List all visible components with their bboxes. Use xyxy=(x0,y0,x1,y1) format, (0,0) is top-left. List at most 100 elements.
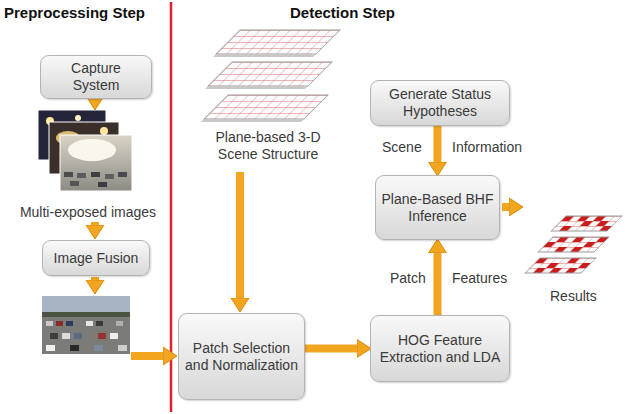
occupied-cell xyxy=(535,258,548,263)
plane-grid xyxy=(204,95,328,119)
bright-photo xyxy=(60,135,132,191)
car xyxy=(98,182,107,187)
image-caption: Multi-exposed images xyxy=(0,204,176,221)
flow-arrow xyxy=(434,253,442,315)
plane-grid xyxy=(216,30,340,54)
process-box: Image Fusion xyxy=(42,240,150,276)
process-box: Generate Status Hypotheses xyxy=(370,80,510,126)
occupied-cell xyxy=(533,268,546,273)
occupied-cell xyxy=(556,237,569,242)
trees xyxy=(42,312,130,317)
arrow-label: Patch xyxy=(390,270,426,287)
section-heading: Detection Step xyxy=(290,4,395,21)
car xyxy=(118,172,127,177)
flow-arrow xyxy=(434,126,442,162)
car xyxy=(105,174,114,179)
occupied-cell xyxy=(561,216,574,221)
box-text: Generate Status Hypotheses xyxy=(376,86,504,120)
car xyxy=(74,333,82,339)
plane-border xyxy=(538,237,609,252)
light-spot xyxy=(100,127,108,135)
car xyxy=(70,345,79,351)
plane-grid xyxy=(525,258,596,273)
plane-border xyxy=(551,216,622,231)
box-text: Capture System xyxy=(46,60,146,94)
flow-arrow xyxy=(502,203,509,211)
flow-arrow xyxy=(91,222,99,225)
box-text: Image Fusion xyxy=(54,250,139,267)
car xyxy=(56,321,63,326)
car xyxy=(91,172,100,177)
flow-arrow xyxy=(131,352,163,360)
occupied-cell xyxy=(546,263,559,268)
plane-edge xyxy=(205,86,308,89)
multi-exposed-photos xyxy=(38,110,132,191)
process-box: Plane-Based BHF Inference xyxy=(375,175,500,240)
occupied-cell xyxy=(559,226,572,231)
plane-border xyxy=(525,258,596,273)
occupied-cell xyxy=(543,242,556,247)
occupied-cell xyxy=(593,216,606,221)
process-box: HOG Feature Extraction and LDA xyxy=(370,315,510,382)
car xyxy=(62,333,70,339)
scene-planes xyxy=(201,30,340,122)
box-text: Patch Selection and Normalization xyxy=(184,340,299,374)
occupied-cell xyxy=(567,258,580,263)
box-text: Plane-Based BHF Inference xyxy=(381,191,494,225)
lot xyxy=(42,296,130,354)
box-text: HOG Feature Extraction and LDA xyxy=(376,332,504,366)
car xyxy=(86,321,93,326)
car xyxy=(94,345,103,351)
result-planes xyxy=(525,216,622,273)
car xyxy=(64,172,73,177)
car xyxy=(46,321,53,326)
sky xyxy=(42,296,130,313)
occupied-cell xyxy=(572,237,585,242)
plane-edge xyxy=(213,54,316,57)
occupied-cell xyxy=(583,242,596,247)
car xyxy=(116,321,123,326)
process-box: Capture System xyxy=(40,55,152,99)
divider-line xyxy=(170,2,173,412)
occupied-cell xyxy=(565,268,578,273)
flow-arrow xyxy=(91,277,99,280)
light-spot xyxy=(75,115,81,121)
occupied-cell xyxy=(554,247,567,252)
occupied-cell xyxy=(570,247,583,252)
image-caption: Results xyxy=(550,288,597,305)
arrow-label: Scene xyxy=(382,139,422,156)
occupied-cell xyxy=(599,226,612,231)
car xyxy=(98,333,106,339)
plane-edge xyxy=(201,119,304,122)
plane-grid xyxy=(551,216,622,231)
flow-arrow xyxy=(305,345,357,353)
process-box: Patch Selection and Normalization xyxy=(178,313,305,400)
occupied-cell xyxy=(580,221,593,226)
car xyxy=(50,333,58,339)
occupied-cell xyxy=(578,263,591,268)
result-plane xyxy=(525,258,596,273)
section-heading: Preprocessing Step xyxy=(4,4,145,21)
glare xyxy=(68,139,116,161)
car xyxy=(96,321,103,326)
plane-grid xyxy=(208,62,332,86)
car xyxy=(46,345,55,351)
car xyxy=(110,333,118,339)
occupied-cell xyxy=(596,237,609,242)
scene-plane xyxy=(201,95,328,122)
scene-plane xyxy=(205,62,332,89)
arrow-label: Information xyxy=(452,139,522,156)
car xyxy=(118,345,127,351)
arrow-label: Features xyxy=(452,270,507,287)
image-caption: Plane-based 3-D Scene Structure xyxy=(208,129,328,163)
car xyxy=(70,181,79,186)
occupied-cell xyxy=(577,216,590,221)
occupied-cell xyxy=(549,268,562,273)
flow-arrow xyxy=(236,172,244,298)
result-plane xyxy=(551,216,622,231)
car xyxy=(77,173,86,178)
plane-grid xyxy=(538,237,609,252)
occupied-cell xyxy=(596,221,609,226)
scene-plane xyxy=(213,30,340,57)
